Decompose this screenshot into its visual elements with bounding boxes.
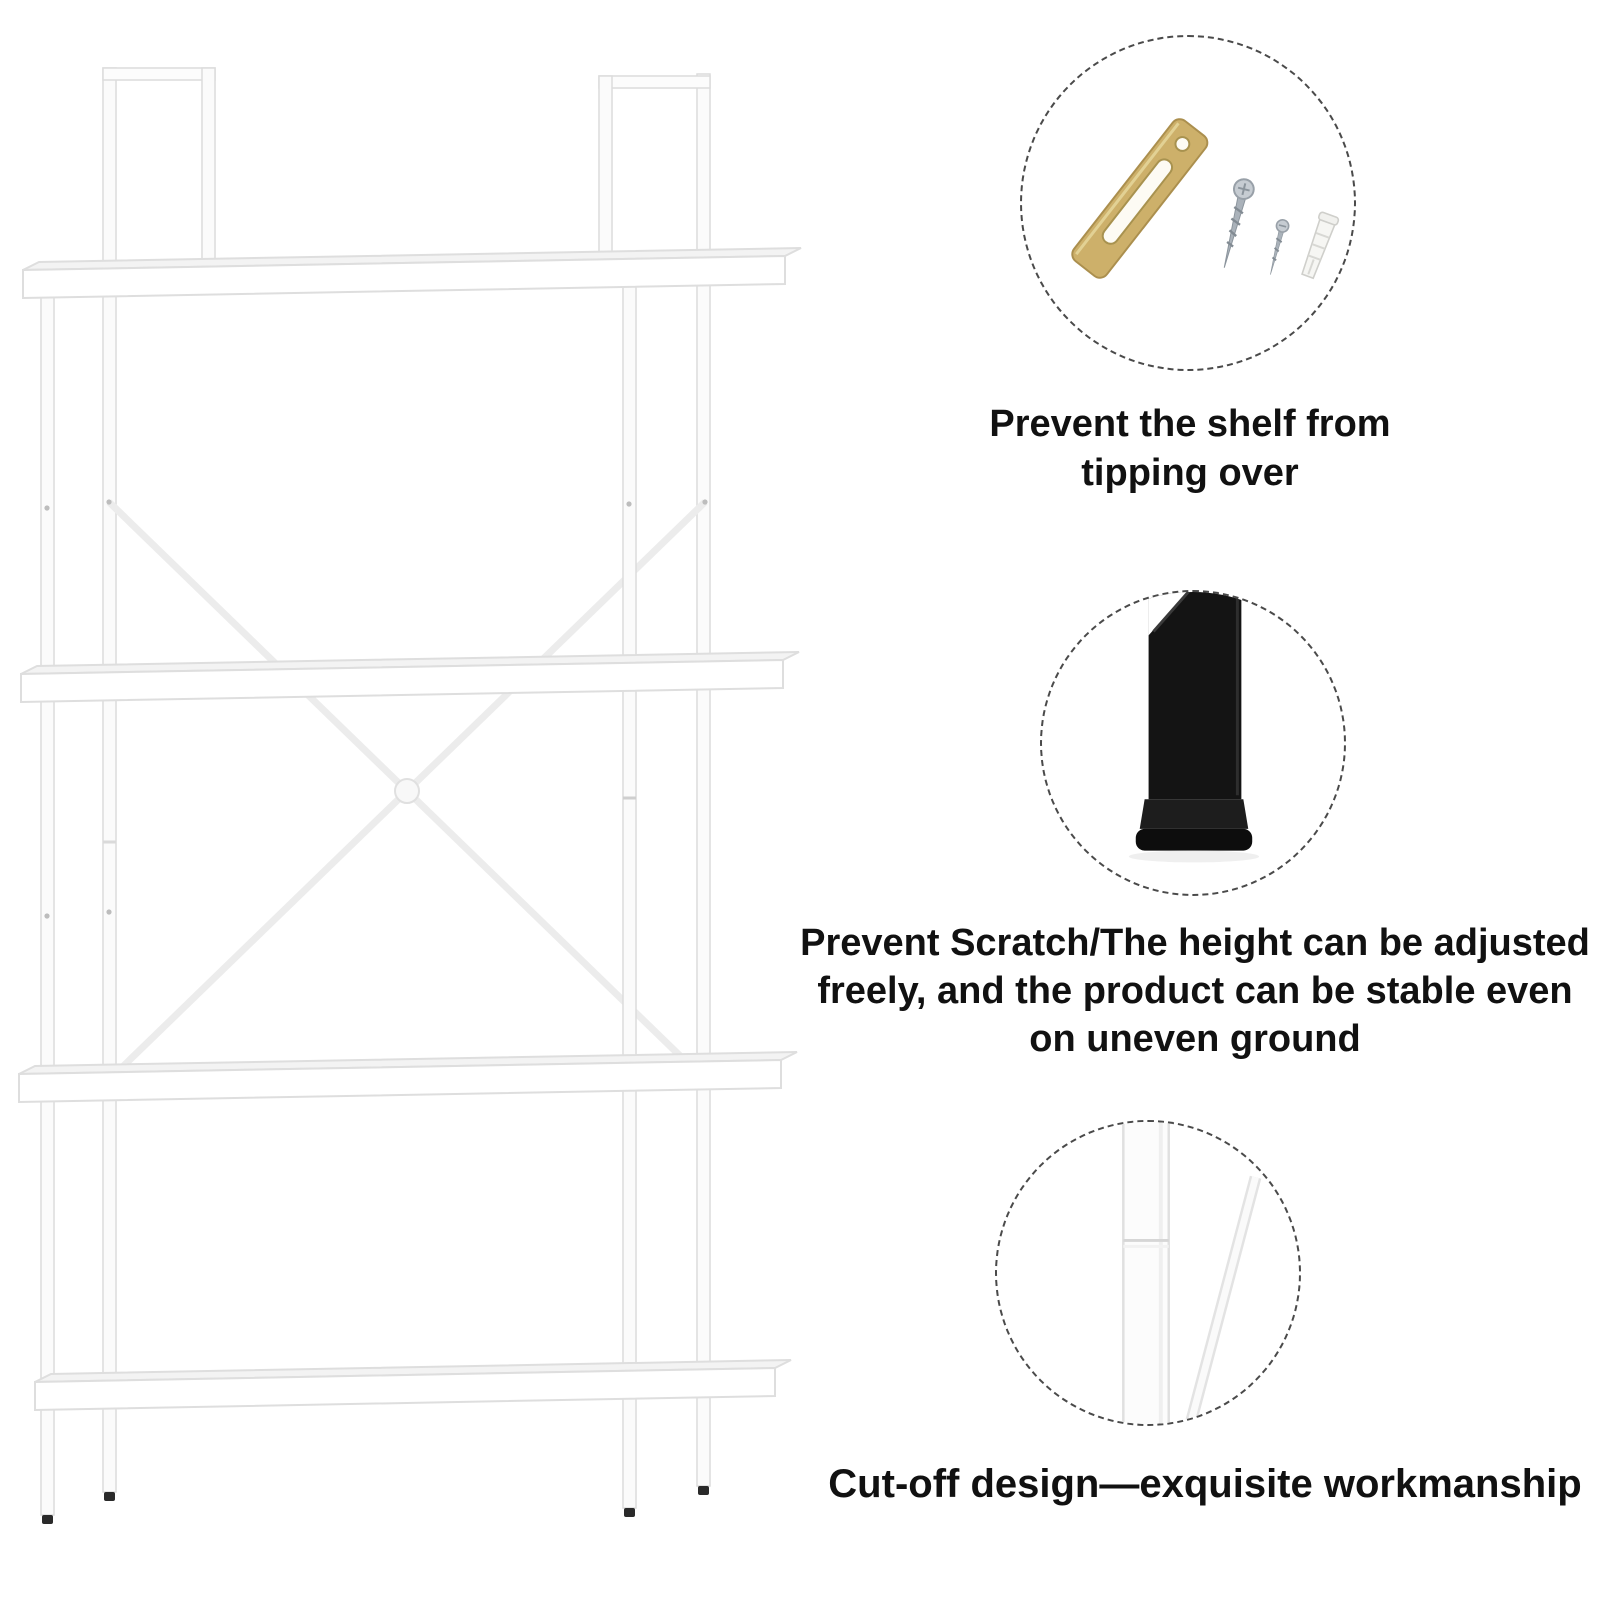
leg-feet (42, 1486, 709, 1524)
anti-tip-bracket-icon (1071, 118, 1209, 279)
back-legs (102, 67, 711, 1493)
x-brace (106, 499, 708, 1083)
frame-joint-icon (1122, 1122, 1262, 1424)
front-legs (40, 269, 637, 1516)
anti-tip-hardware-photo (1020, 35, 1356, 371)
shelf-boards (18, 247, 802, 1412)
adjustable-foot-icon (1128, 592, 1260, 863)
adjustable-foot-photo (1040, 590, 1346, 896)
small-screw-icon (1270, 219, 1290, 275)
wall-anchor-icon (1301, 211, 1340, 280)
frame-joint-photo (995, 1120, 1301, 1426)
bookshelf-product-photo (5, 50, 805, 1555)
adjustable-foot-caption: Prevent Scratch/The height can be adjust… (800, 922, 1590, 1060)
bookshelf-illustration (18, 67, 802, 1524)
top-handle-frames (102, 67, 711, 271)
cutoff-design-caption: Cut-off design—exquisite workmanship (828, 1462, 1582, 1506)
screw-dots (44, 499, 708, 919)
screw-icon (1223, 178, 1255, 268)
anti-tip-caption: Prevent the shelf from tipping over (989, 403, 1391, 495)
